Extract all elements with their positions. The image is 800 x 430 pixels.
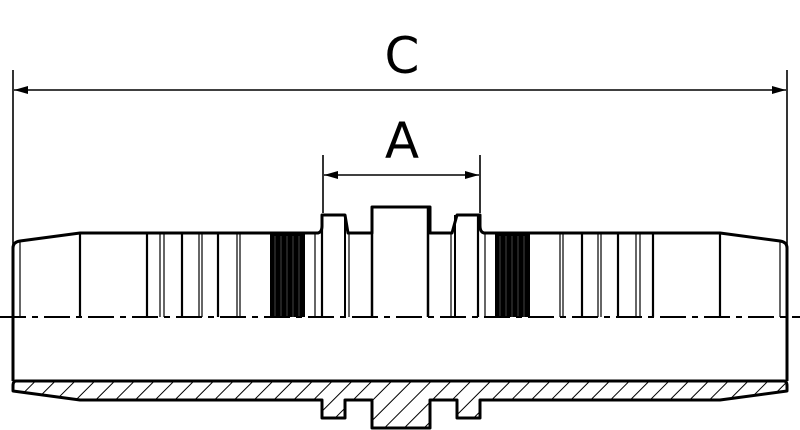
groove-lines	[19, 207, 781, 317]
fitting-profile	[11, 205, 789, 381]
dimension-c-label: C	[385, 27, 420, 85]
dimension-c	[12, 70, 788, 245]
dimension-a	[322, 155, 481, 213]
section-hatch	[11, 379, 789, 430]
dimension-a-label: A	[385, 112, 419, 170]
